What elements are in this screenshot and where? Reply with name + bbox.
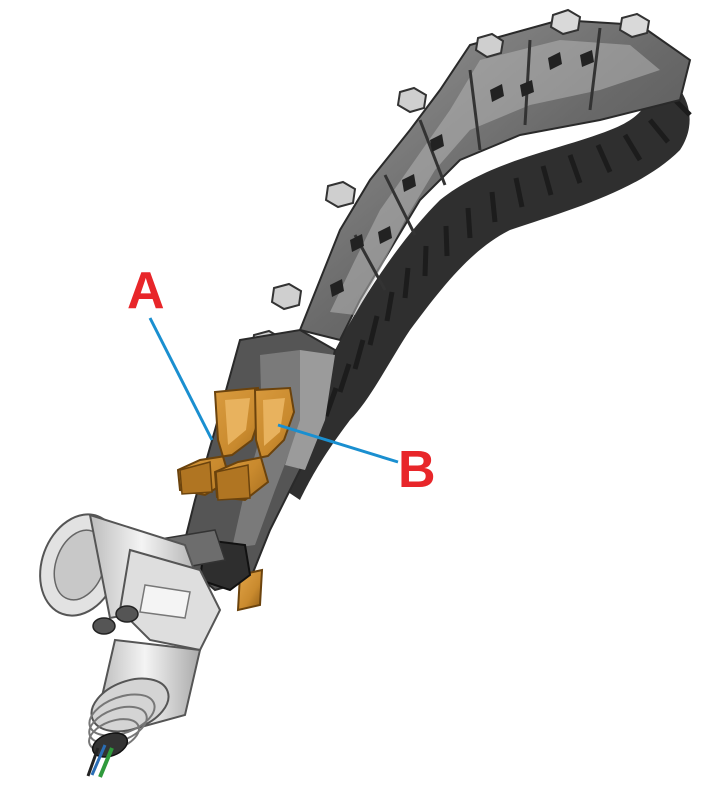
pipe-clamp-icon: [39, 513, 222, 778]
callout-label-b: B: [398, 441, 436, 499]
underside-ribs: [323, 93, 692, 417]
connector-body: [88, 638, 202, 758]
chain-underside: [270, 60, 692, 500]
bolt-6: [270, 282, 303, 311]
bolt-5: [324, 180, 357, 209]
callout-leaders: [148, 317, 399, 464]
clip-b: [213, 386, 296, 502]
clip-a: [176, 386, 264, 497]
bolt-4: [396, 86, 428, 114]
cable-clip-icon: [176, 386, 296, 612]
chain-links: [298, 18, 692, 342]
cable-wires: [86, 744, 114, 778]
link-slots: [330, 50, 594, 297]
bolt-2: [618, 12, 651, 39]
bolt-1: [549, 8, 582, 36]
leader-line-a: [148, 317, 214, 441]
leader-line-b: [277, 423, 399, 464]
bolt-3: [474, 32, 505, 59]
callout-label-a: A: [127, 262, 165, 320]
